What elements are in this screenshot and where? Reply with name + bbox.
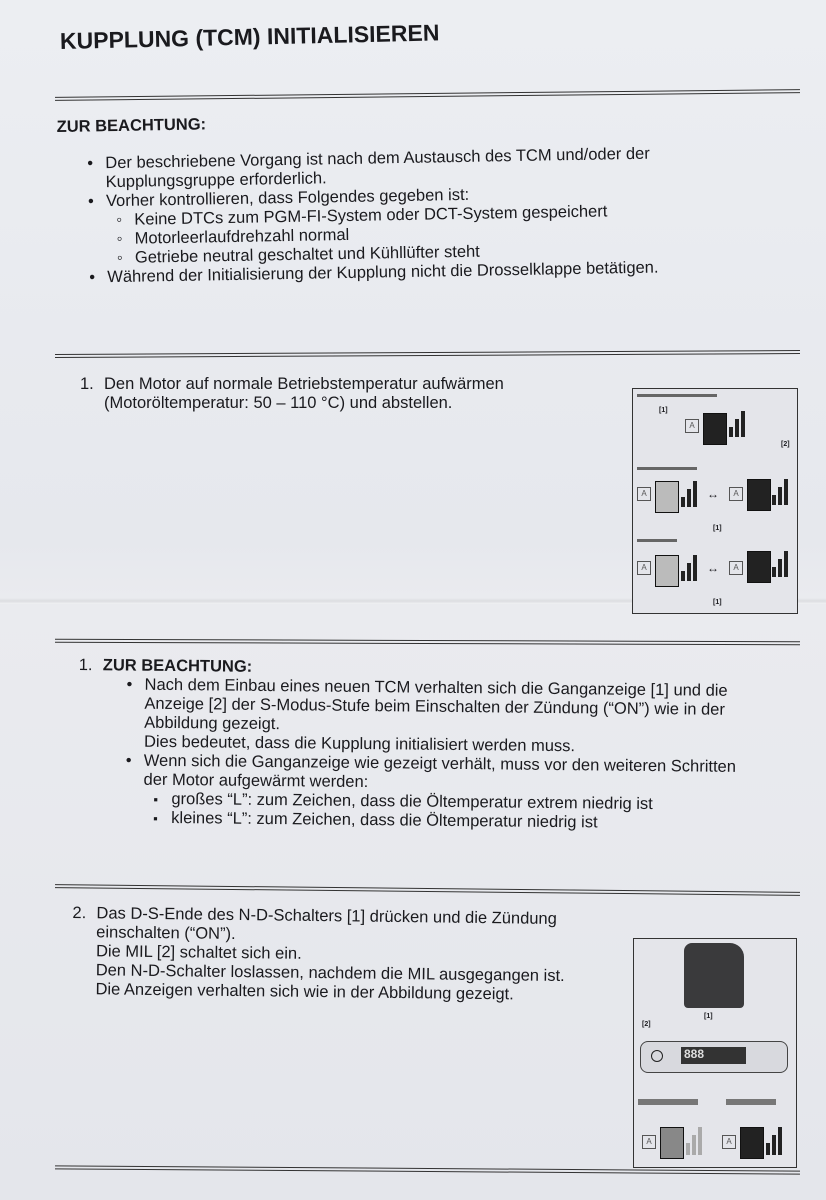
note-heading: ZUR BEACHTUNG: xyxy=(56,115,207,137)
note-general: ZUR BEACHTUNG: Der beschriebene Vorgang … xyxy=(57,106,760,288)
callout-2: [2] xyxy=(642,1021,651,1028)
gear-indicator-figure: [1] A [2] A ↔ A [1] A ↔ A [1] xyxy=(632,388,798,614)
gear-digit-blinking xyxy=(660,1127,684,1159)
s-mode-bars xyxy=(681,555,697,581)
s-mode-bars xyxy=(729,411,745,437)
a-icon: A xyxy=(642,1135,656,1149)
a-icon: A xyxy=(729,487,743,501)
step-text: Das D-S-Ende des N-D-Schalters [1] drück… xyxy=(96,904,557,943)
divider xyxy=(54,350,801,358)
s-mode-bars xyxy=(686,1127,702,1155)
switch-and-meter-figure: [1] [2] 888 A A xyxy=(633,938,797,1168)
paper-fold xyxy=(0,598,826,604)
mil-icon xyxy=(651,1050,663,1062)
step-text: Den Motor auf normale Betriebstemperatur… xyxy=(104,375,504,412)
note-step: 1. ZUR BEACHTUNG: Nach dem Einbau eines … xyxy=(77,656,789,834)
s-mode-bars xyxy=(681,481,697,507)
divider xyxy=(54,638,801,646)
nd-switch-image xyxy=(684,943,744,1008)
instrument-panel: 888 xyxy=(640,1041,788,1073)
alternate-arrow-icon: ↔ xyxy=(707,561,719,575)
alternate-arrow-icon: ↔ xyxy=(707,487,719,501)
divider xyxy=(54,884,801,896)
gear-digit-blinking xyxy=(655,481,679,513)
gear-digit xyxy=(747,479,771,511)
step-number: 2. xyxy=(72,904,87,923)
gear-digit xyxy=(740,1127,764,1159)
step-1: 1. Den Motor auf normale Betriebstempera… xyxy=(80,375,560,413)
lcd-display: 888 xyxy=(681,1047,746,1064)
list-item: Wenn sich die Ganganzeige wie gezeigt ve… xyxy=(124,751,764,796)
gear-digit xyxy=(703,413,727,445)
step-number: 1. xyxy=(80,375,94,393)
s-mode-bars xyxy=(772,551,788,577)
callout-1: [1] xyxy=(713,599,722,606)
gear-digit xyxy=(747,551,771,583)
s-mode-bars xyxy=(766,1127,782,1155)
gear-digit-blinking xyxy=(655,555,679,587)
callout-1: [1] xyxy=(704,1013,713,1020)
a-icon: A xyxy=(685,419,699,433)
a-icon: A xyxy=(729,561,743,575)
list-item: Nach dem Einbau eines neuen TCM verhalte… xyxy=(124,675,765,739)
callout-1: [1] xyxy=(713,525,722,532)
step-number: 1. xyxy=(78,656,93,675)
s-mode-bars xyxy=(772,479,788,505)
step-2: 2. Das D-S-Ende des N-D-Schalters [1] dr… xyxy=(71,904,632,1006)
a-icon: A xyxy=(722,1135,736,1149)
page-title: KUPPLUNG (TCM) INITIALISIEREN xyxy=(59,19,440,54)
callout-1: [1] xyxy=(659,407,668,414)
a-icon: A xyxy=(637,561,651,575)
a-icon: A xyxy=(637,487,651,501)
callout-2: [2] xyxy=(781,441,790,448)
divider xyxy=(54,89,801,101)
